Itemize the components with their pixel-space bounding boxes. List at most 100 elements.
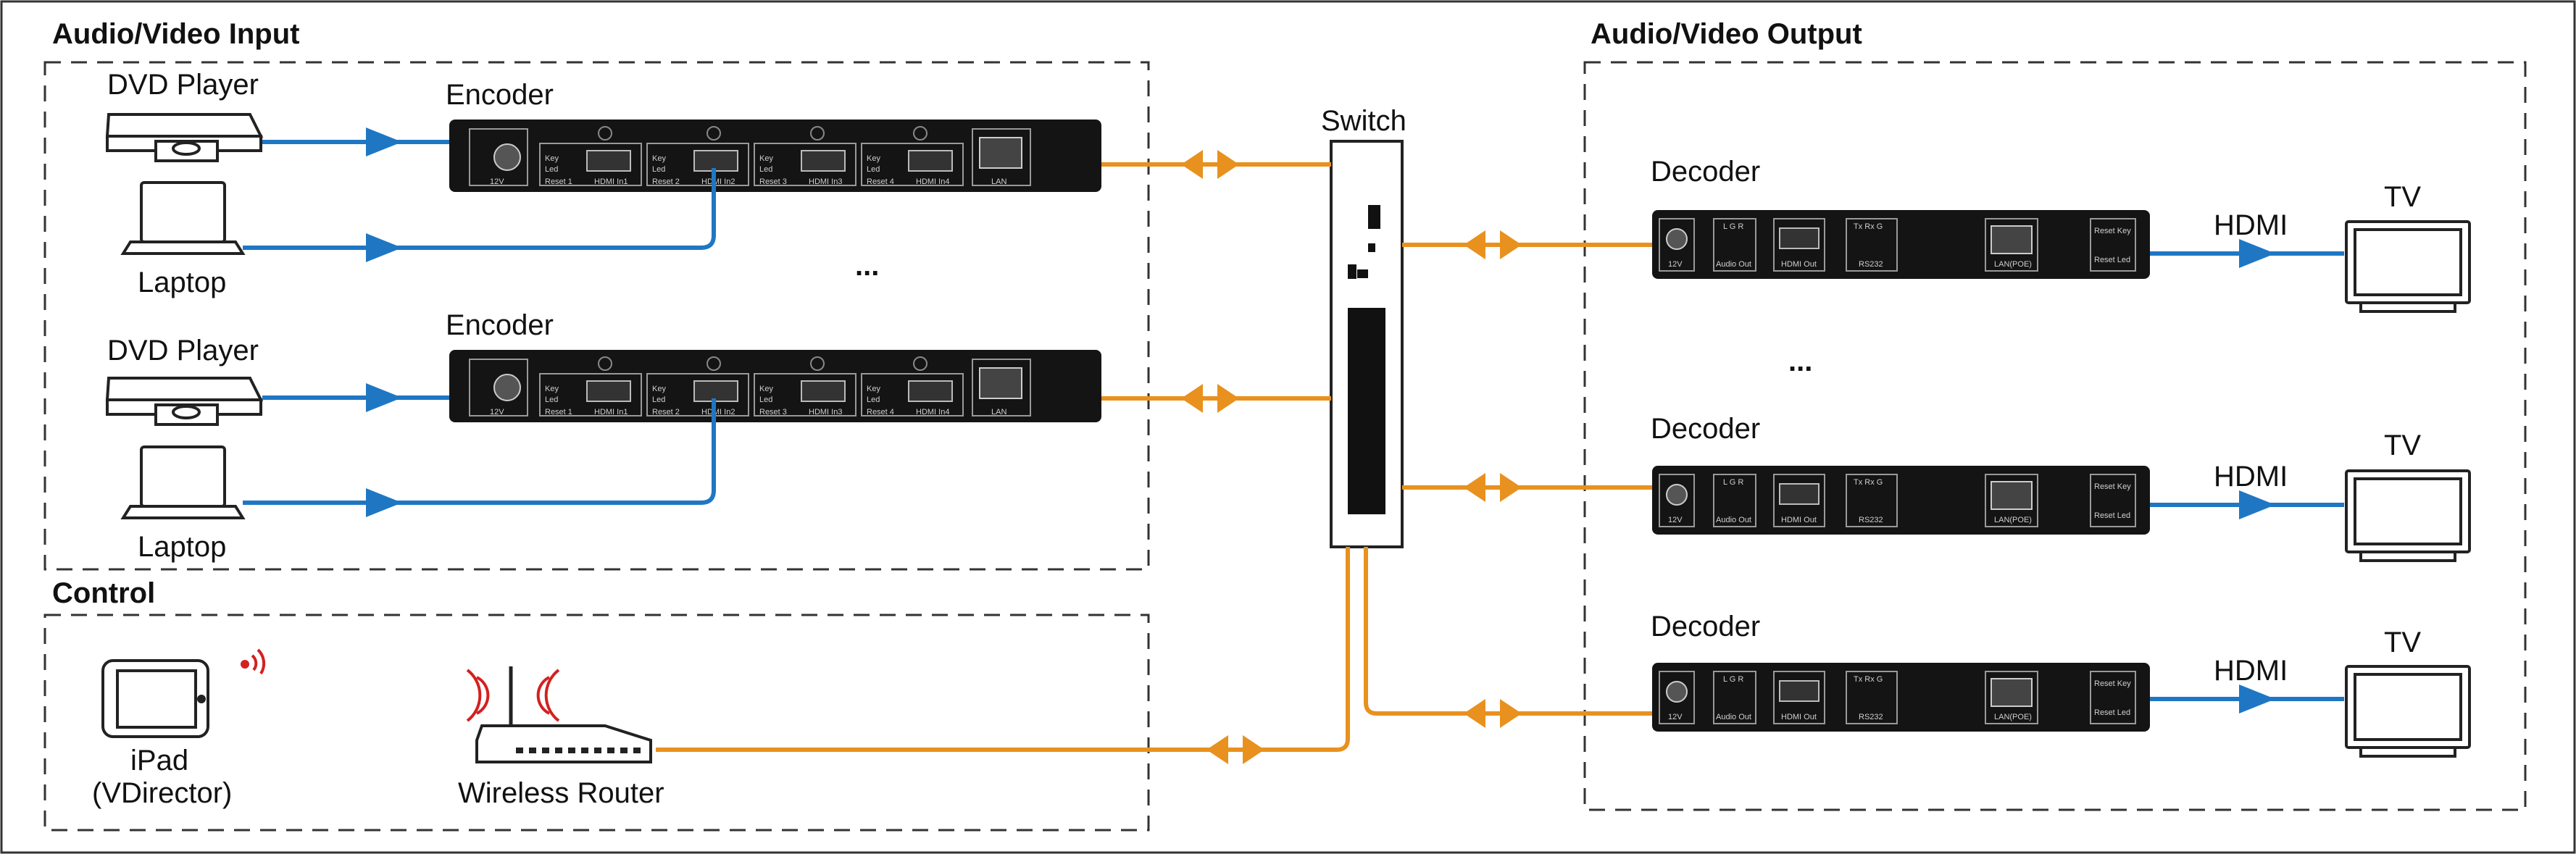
laptop-label: Laptop: [138, 531, 226, 563]
rs232-pins-label: Tx Rx G: [1854, 675, 1883, 684]
tv-label: TV: [2384, 430, 2421, 461]
tv-icon: [2345, 220, 2471, 313]
dvd-player-icon: [105, 113, 264, 162]
led-label: Led: [545, 165, 558, 174]
decoder-device: 12V L G R Audio Out HDMI Out Tx Rx G RS2…: [1652, 663, 2150, 732]
decoder-device: 12V L G R Audio Out HDMI Out Tx Rx G RS2…: [1652, 210, 2150, 279]
hdmi-label: HDMI: [2214, 655, 2288, 687]
control-box: [43, 614, 1150, 832]
encoder-label: Encoder: [446, 309, 554, 341]
hdmi-out-label: HDMI Out: [1781, 260, 1817, 269]
key-label: Key: [545, 154, 559, 163]
wireless-router-label: Wireless Router: [458, 777, 664, 809]
rs232-label: RS232: [1859, 260, 1883, 269]
reset-key-label: Reset Key: [2094, 482, 2131, 491]
reset-label: Reset 1: [545, 177, 572, 186]
key-label: Key: [759, 385, 773, 393]
lan-poe-label: LAN(POE): [1994, 260, 2032, 269]
audio-out-label: Audio Out: [1716, 516, 1751, 524]
wireless-router-icon: [466, 666, 652, 763]
dvd-player-icon: [105, 377, 264, 426]
rs232-label: RS232: [1859, 713, 1883, 721]
hdmi-in-label: HDMI In1: [594, 408, 628, 416]
bidirectional-arrows: [1181, 150, 1522, 764]
led-label: Led: [759, 165, 772, 174]
more-decoders-ellipsis: ...: [1788, 346, 1812, 377]
hdmi-in-label: HDMI In3: [809, 177, 842, 186]
lan-poe-label: LAN(POE): [1994, 516, 2032, 524]
laptop-icon: [120, 445, 246, 519]
av-signal-lines-output: [2150, 239, 2344, 713]
hdmi-out-label: HDMI Out: [1781, 516, 1817, 524]
av-input-box: [43, 61, 1150, 571]
reset-label: Reset 4: [867, 408, 894, 416]
reset-label: Reset 3: [759, 408, 787, 416]
wireless-signal-icon: [241, 648, 266, 675]
ipad-label: iPad: [130, 745, 188, 776]
rs232-pins-label: Tx Rx G: [1854, 222, 1883, 231]
hdmi-in-label: HDMI In1: [594, 177, 628, 186]
reset-key-label: Reset Key: [2094, 679, 2131, 688]
rs232-pins-label: Tx Rx G: [1854, 478, 1883, 487]
reset-label: Reset 3: [759, 177, 787, 186]
power-port-label: 12V: [1668, 260, 1683, 269]
hdmi-in-label: HDMI In4: [916, 177, 949, 186]
led-label: Led: [759, 395, 772, 404]
audio-pins-label: L G R: [1723, 222, 1743, 231]
tv-icon: [2345, 469, 2471, 562]
av-output-box: [1583, 61, 2527, 811]
lan-poe-label: LAN(POE): [1994, 713, 2032, 721]
audio-out-label: Audio Out: [1716, 260, 1751, 269]
hdmi-out-label: HDMI Out: [1781, 713, 1817, 721]
reset-led-label: Reset Led: [2094, 511, 2130, 520]
led-label: Led: [545, 395, 558, 404]
tv-icon: [2345, 665, 2471, 758]
power-port-label: 12V: [1668, 516, 1683, 524]
key-label: Key: [545, 385, 559, 393]
audio-pins-label: L G R: [1723, 478, 1743, 487]
av-signal-lines-input: [243, 127, 716, 517]
reset-key-label: Reset Key: [2094, 227, 2131, 235]
key-label: Key: [652, 385, 666, 393]
audio-out-label: Audio Out: [1716, 713, 1751, 721]
hdmi-in-label: HDMI In2: [701, 177, 735, 186]
control-heading: Control: [52, 577, 155, 609]
decoder-label: Decoder: [1651, 156, 1760, 188]
rs232-label: RS232: [1859, 516, 1883, 524]
network-switch: [1330, 140, 1404, 548]
ipad-sublabel: (VDirector): [92, 777, 232, 809]
switch-label: Switch: [1321, 105, 1406, 137]
av-input-heading: Audio/Video Input: [52, 18, 299, 50]
lan-port-label: LAN: [991, 408, 1006, 416]
hdmi-in-label: HDMI In4: [916, 408, 949, 416]
encoder-label: Encoder: [446, 79, 554, 111]
led-label: Led: [652, 165, 665, 174]
reset-label: Reset 4: [867, 177, 894, 186]
led-label: Led: [652, 395, 665, 404]
led-label: Led: [867, 395, 880, 404]
power-port-label: 12V: [1668, 713, 1683, 721]
dvd-player-label: DVD Player: [107, 335, 259, 367]
power-port-label: 12V: [490, 408, 504, 416]
hdmi-label: HDMI: [2214, 461, 2288, 493]
laptop-icon: [120, 181, 246, 255]
reset-label: Reset 2: [652, 177, 680, 186]
hdmi-label: HDMI: [2214, 209, 2288, 241]
key-label: Key: [759, 154, 773, 163]
key-label: Key: [867, 385, 880, 393]
reset-led-label: Reset Led: [2094, 256, 2130, 264]
network-lines: [656, 162, 1652, 752]
decoder-label: Decoder: [1651, 413, 1760, 445]
decoder-label: Decoder: [1651, 611, 1760, 642]
laptop-label: Laptop: [138, 267, 226, 298]
hdmi-in-label: HDMI In2: [701, 408, 735, 416]
key-label: Key: [652, 154, 666, 163]
lan-port-label: LAN: [991, 177, 1006, 186]
power-port-label: 12V: [490, 177, 504, 186]
ipad-icon: [101, 659, 209, 738]
hdmi-in-label: HDMI In3: [809, 408, 842, 416]
av-output-heading: Audio/Video Output: [1591, 18, 1862, 50]
tv-label: TV: [2384, 627, 2421, 658]
audio-pins-label: L G R: [1723, 675, 1743, 684]
